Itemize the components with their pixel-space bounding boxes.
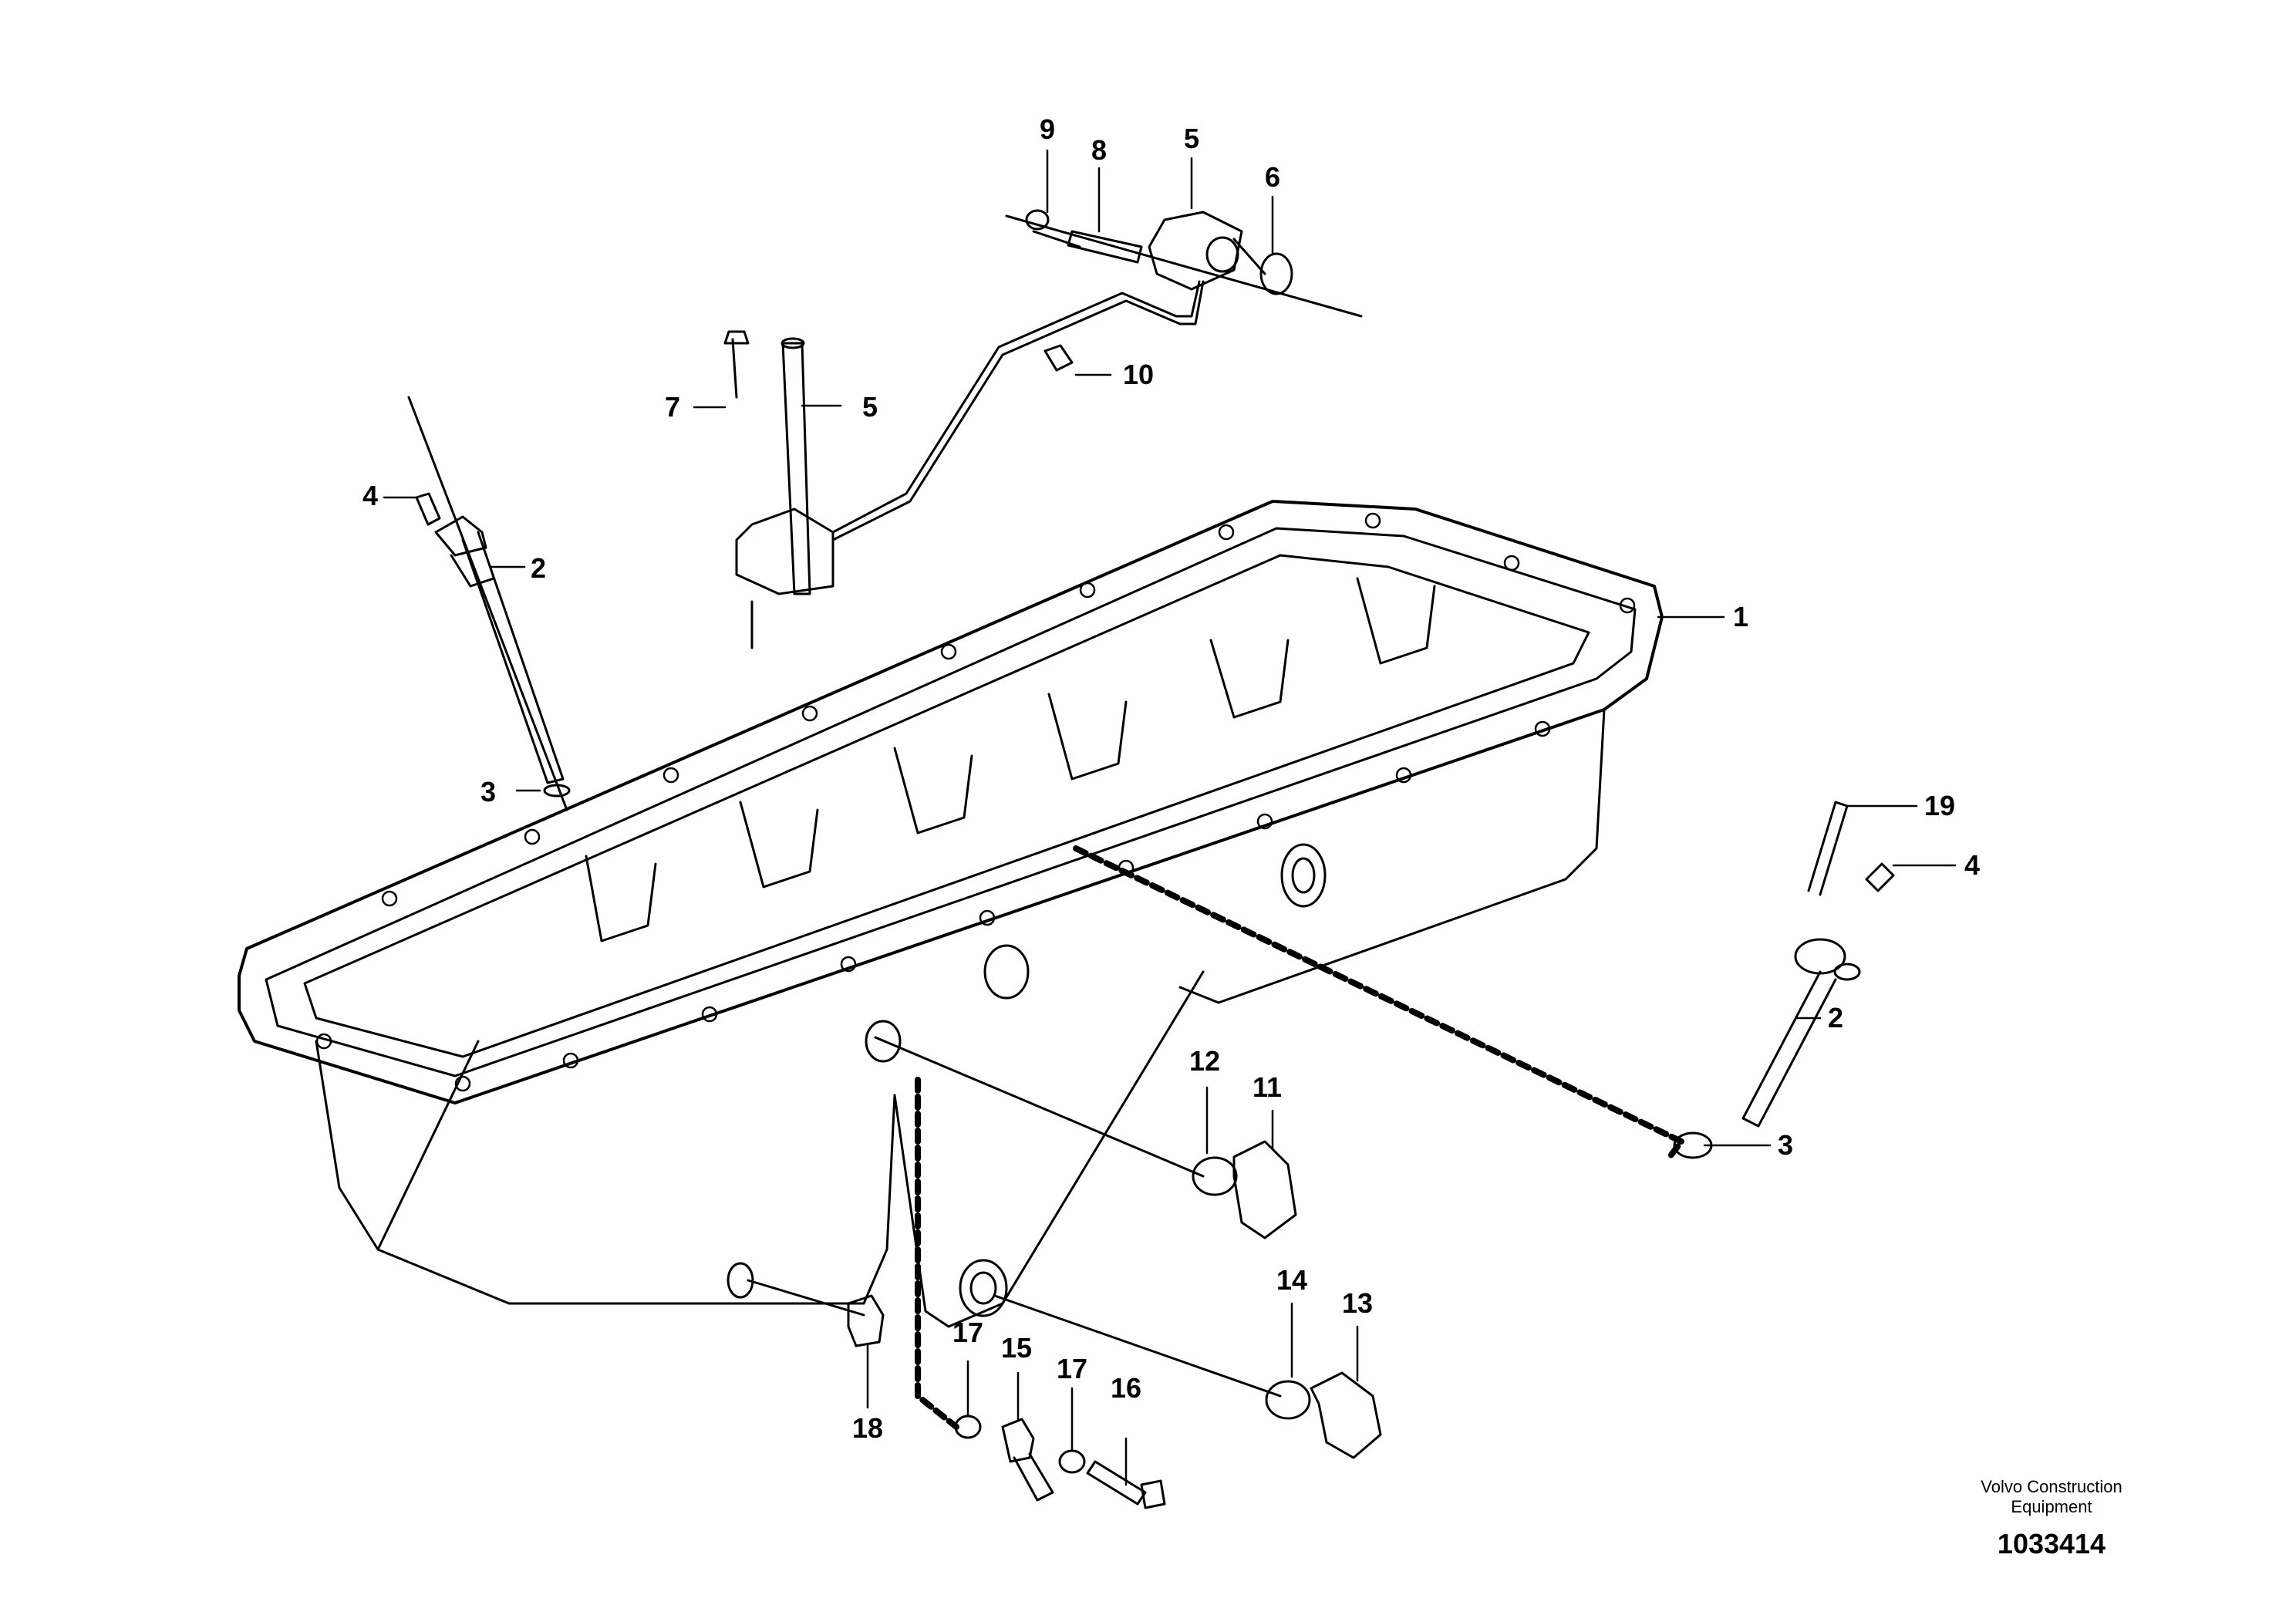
illustration-footer: Volvo Construction Equipment 1033414 [1974, 1477, 2129, 1560]
callout-10: 10 [1122, 359, 1155, 390]
dipstick-left-part [407, 396, 571, 811]
callout-8: 8 [1091, 134, 1108, 166]
callout-2: 2 [530, 552, 547, 584]
callout-4: 4 [362, 480, 379, 511]
oil-pan-part [238, 500, 1664, 1328]
callout-14: 14 [1276, 1264, 1308, 1296]
callout-3: 3 [1777, 1129, 1794, 1161]
callout-18: 18 [851, 1412, 884, 1444]
callout-1: 1 [1732, 601, 1749, 632]
callout-16: 16 [1110, 1372, 1142, 1404]
callout-19: 19 [1923, 790, 1956, 821]
callout-12: 12 [1188, 1045, 1221, 1077]
drain-dashed-line [915, 1077, 959, 1430]
leader-lines [383, 149, 1957, 1486]
callout-5: 5 [861, 391, 878, 423]
callout-4: 4 [1964, 849, 1981, 881]
brand-line-2: Equipment [2011, 1497, 2092, 1516]
callout-5: 5 [1183, 123, 1200, 154]
callout-17: 17 [952, 1317, 984, 1348]
callout-7: 7 [664, 391, 681, 423]
dipstick-dashed-line [1073, 845, 1684, 1160]
dipstick-right-part [1673, 801, 1895, 1159]
callout-2: 2 [1827, 1002, 1844, 1034]
sensor-assembly-part [723, 209, 1363, 649]
drain-fitting-parts [747, 1279, 1166, 1509]
callout-17: 17 [1056, 1353, 1088, 1384]
illustration-number: 1033414 [1997, 1528, 2106, 1560]
callout-13: 13 [1341, 1287, 1374, 1319]
callout-3: 3 [480, 776, 497, 808]
callout-11: 11 [1252, 1071, 1283, 1103]
brand-line-1: Volvo Construction [1981, 1477, 2122, 1496]
drain-plug-parts [874, 1036, 1382, 1459]
callout-9: 9 [1039, 113, 1056, 145]
callout-6: 6 [1264, 161, 1281, 193]
callout-15: 15 [1000, 1332, 1033, 1364]
